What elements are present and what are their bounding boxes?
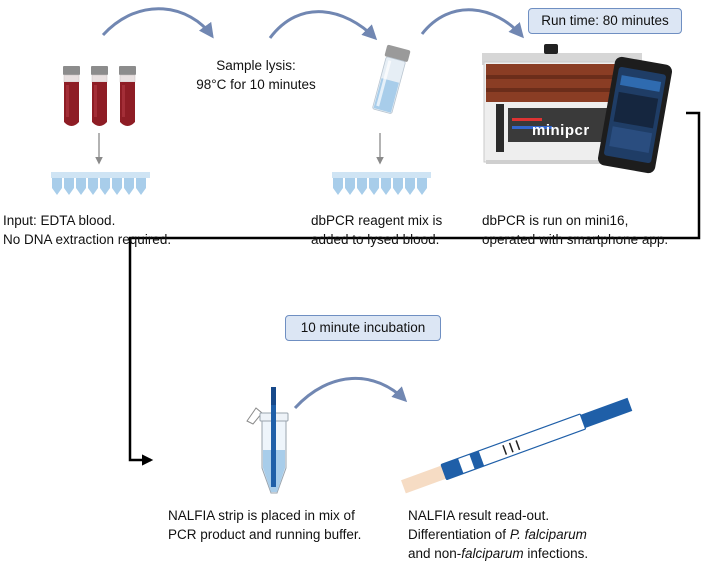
incubation-badge: 10 minute incubation <box>285 315 441 341</box>
pcr-strip-input-icon <box>51 172 150 195</box>
readout-line-2-text: Differentiation of <box>408 527 510 542</box>
curved-arrow-1 <box>101 7 214 39</box>
pcr-strip-reagent-icon <box>332 172 431 195</box>
curved-arrow-3 <box>420 8 524 39</box>
readout-line-3: and non-falciparum infections. <box>408 544 588 563</box>
input-line-1: Input: EDTA blood. <box>3 213 116 228</box>
strip-line-2: PCR product and running buffer. <box>168 527 362 542</box>
reagent-caption: dbPCR reagent mix is added to lysed bloo… <box>311 211 442 249</box>
strip-caption: NALFIA strip is placed in mix of PCR pro… <box>168 506 361 544</box>
run-line-1: dbPCR is run on mini16, <box>482 213 629 228</box>
lysis-line-2: 98°C for 10 minutes <box>196 77 316 92</box>
reagent-line-2: added to lysed blood. <box>311 232 440 247</box>
input-line-2: No DNA extraction required. <box>3 232 172 247</box>
reagent-line-1: dbPCR reagent mix is <box>311 213 443 228</box>
readout-line-3-post: infections. <box>523 546 589 561</box>
device-brand-label: minipcr <box>532 122 590 139</box>
runtime-badge: Run time: 80 minutes <box>528 8 682 34</box>
input-caption: Input: EDTA blood. No DNA extraction req… <box>3 211 171 249</box>
readout-line-2: Differentiation of P. falciparum <box>408 525 588 544</box>
readout-line-1: NALFIA result read-out. <box>408 508 550 523</box>
lysis-caption: Sample lysis: 98°C for 10 minutes <box>171 56 341 94</box>
readout-caption: NALFIA result read-out. Differentiation … <box>408 506 588 563</box>
readout-line-3-pre: and non- <box>408 546 462 561</box>
lysis-line-1: Sample lysis: <box>216 58 296 73</box>
curved-arrow-2 <box>268 10 378 41</box>
species-name-falciparum: P. falciparum <box>509 527 587 542</box>
smartphone-icon <box>597 56 673 174</box>
strip-line-1: NALFIA strip is placed in mix of <box>168 508 355 523</box>
species-name-nonfalciparum: falciparum <box>461 546 524 561</box>
run-caption: dbPCR is run on mini16, operated with sm… <box>482 211 668 249</box>
curved-arrow-incubation <box>293 377 408 410</box>
run-line-2: operated with smartphone app. <box>482 232 669 247</box>
flow-connector <box>128 111 701 466</box>
